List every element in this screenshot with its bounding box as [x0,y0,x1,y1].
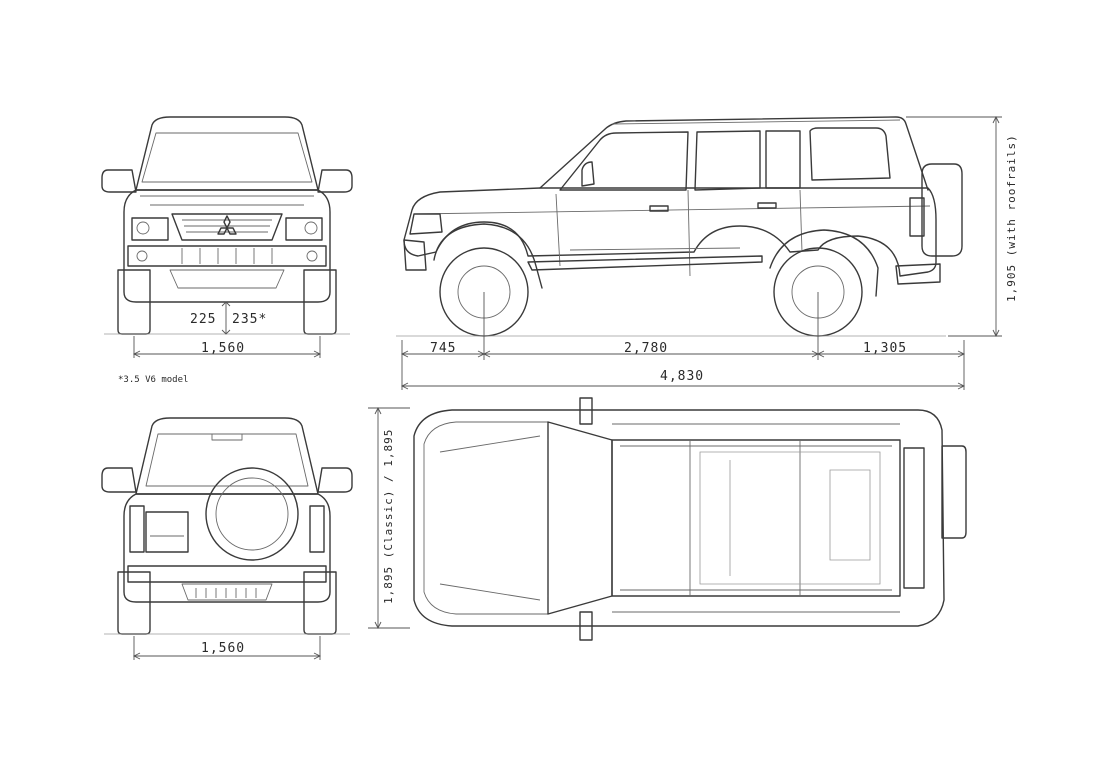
three-diamond-logo-icon [217,215,237,235]
front-track-label: 1,560 [201,341,245,356]
footnote: *3.5 V6 model [118,375,188,385]
rear-view [101,417,353,635]
rear-track-label: 1,560 [201,641,245,656]
overall-length-label: 4,830 [660,369,704,384]
height-dimension [906,115,1002,338]
rear-track-dimension [132,636,322,660]
ground-clearance-std-label: 225 [190,312,216,327]
front-view [101,116,353,335]
wheelbase-label: 2,780 [624,341,668,356]
front-track-dimension [132,336,322,358]
width-dimension [368,406,410,630]
side-length-dimensions [400,340,966,390]
ground-clearance-v6-label: 235* [232,312,267,327]
front-overhang-label: 745 [430,341,456,356]
overall-width-label: 1,895 (Classic) / 1,895 [382,429,395,604]
side-view [396,116,963,360]
top-view [413,397,967,641]
rear-overhang-label: 1,305 [863,341,907,356]
overall-height-label: 1,905 (with roofrails) [1005,134,1018,302]
